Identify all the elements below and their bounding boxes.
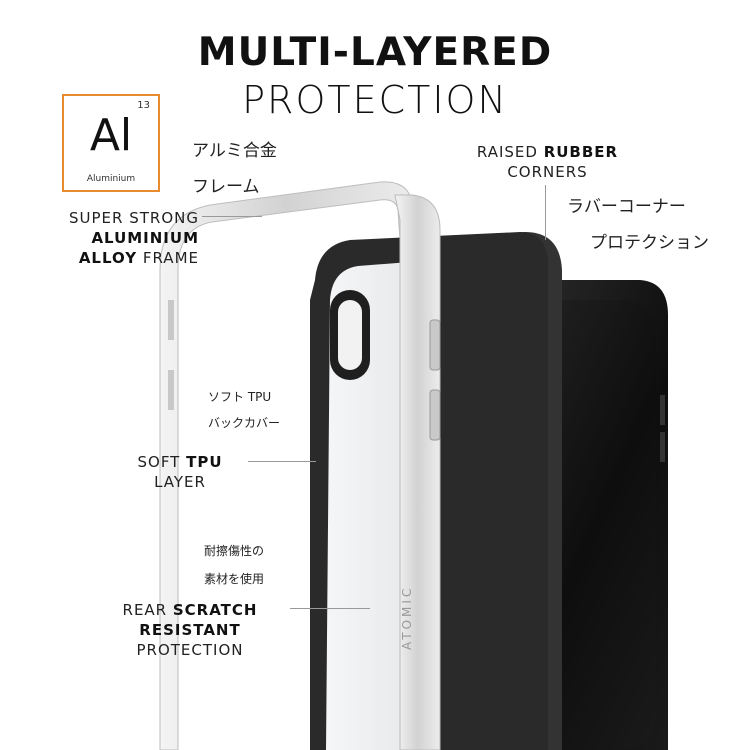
tpu-leader-line xyxy=(248,461,316,462)
aluminium-element-tile: 13 Al Aluminium xyxy=(62,94,160,192)
scratch-label-line-1-bold: SCRATCH xyxy=(172,601,258,619)
rubber-leader-line xyxy=(545,185,546,240)
rubber-jp-line-2: プロテクション xyxy=(590,233,709,253)
element-symbol: Al xyxy=(89,110,133,161)
aluminium-jp-line-2: フレーム xyxy=(192,177,260,197)
atomic-number: 13 xyxy=(137,100,150,111)
scratch-label-line-3: PROTECTION xyxy=(136,641,244,659)
aluminium-frame-icon xyxy=(159,181,413,750)
rubber-jp-line-1: ラバーコーナー xyxy=(567,197,686,217)
aluminium-jp-line-1: アルミ合金 xyxy=(192,141,277,161)
element-name: Aluminium xyxy=(86,174,136,184)
aluminium-leader-line xyxy=(202,216,262,217)
rubber-label-line-1-plain: RAISED xyxy=(476,143,544,161)
tpu-jp-line-2: バックカバー xyxy=(208,416,281,430)
aluminium-label-line-2: ALUMINIUM xyxy=(91,229,199,247)
scratch-jp-line-2: 素材を使用 xyxy=(204,572,265,586)
scratch-label-line-1-plain: REAR xyxy=(122,601,173,619)
scratch-label-line-2: RESISTANT xyxy=(139,621,241,639)
soft-tpu-label: SOFT TPU LAYER xyxy=(110,452,250,492)
aluminium-label-line-3-rest: FRAME xyxy=(137,249,199,267)
rubber-label-line-1-bold: RUBBER xyxy=(543,143,619,161)
case-brand-text: ATOMIC xyxy=(400,585,414,650)
scratch-resistant-label: REAR SCRATCH RESISTANT PROTECTION xyxy=(90,600,290,660)
heading-line-1: MULTI-LAYERED xyxy=(197,30,553,75)
scratch-leader-line xyxy=(290,608,370,609)
tpu-case-icon xyxy=(310,194,562,750)
heading-line-2: PROTECTION xyxy=(242,78,508,122)
rubber-corners-label: RAISED RUBBER CORNERS xyxy=(450,142,645,182)
tpu-jp-line-1: ソフト TPU xyxy=(208,390,272,404)
aluminium-frame-label: SUPER STRONG ALUMINIUM ALLOY FRAME xyxy=(0,208,199,268)
aluminium-label-line-1: SUPER STRONG xyxy=(69,209,199,227)
tpu-label-line-2: LAYER xyxy=(154,473,206,491)
tpu-label-line-1-plain: SOFT xyxy=(137,453,187,471)
scratch-jp-line-1: 耐擦傷性の xyxy=(204,544,265,558)
tpu-label-line-1-bold: TPU xyxy=(186,453,223,471)
rubber-label-line-2: CORNERS xyxy=(507,163,588,181)
aluminium-label-line-3-bold: ALLOY xyxy=(78,249,138,267)
